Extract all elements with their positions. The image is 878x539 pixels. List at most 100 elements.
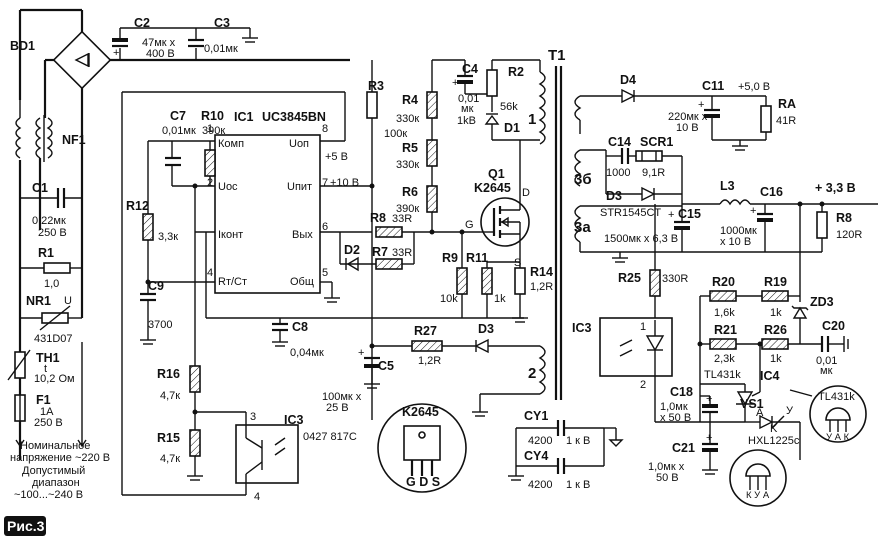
choke-nf1: NF1 (35, 115, 86, 162)
shunt-regulator-ic4: TL431k IC4 (700, 369, 780, 422)
t1-label: T1 (548, 47, 566, 64)
l3-label: L3 (720, 179, 735, 193)
c18-ref: C18 (670, 385, 693, 399)
ic1-pin-uoc: Uос (218, 181, 238, 193)
c5-ref: C5 (378, 359, 394, 373)
f1-voltage: 250 В (34, 417, 63, 429)
r8b-value: 120R (836, 229, 862, 241)
c2-plus: + (113, 47, 119, 59)
f1-value: 1А (40, 406, 54, 418)
c4-voltage: 1kB (457, 115, 476, 127)
r8a-value: 33R (392, 213, 412, 225)
ic1-pin1: 1 (207, 123, 213, 135)
tl431k-pins: У А К (826, 432, 850, 443)
optocoupler-ic3-led: IC3 1 2 (572, 317, 673, 391)
c4-unit: мк (461, 103, 474, 115)
varistor-nr1: NR1 U 431D07 (20, 230, 84, 345)
ic1-pin-obsh: Общ (290, 276, 314, 288)
c7-ref: C7 (170, 109, 186, 123)
f1-ref: F1 (36, 393, 51, 407)
resistor-r1: R1 1,0 (20, 246, 82, 290)
capacitor-c3: C3 0,01мк (188, 16, 258, 60)
thyristor-vs1: VS1 A K У HXL1225c (740, 397, 801, 460)
q1-part: K2645 (474, 181, 511, 195)
figure-label: Рис.3 (4, 516, 46, 536)
k2645-title: K2645 (402, 405, 439, 419)
thermistor-th1: TH1 t 10,2 Ом (7, 349, 75, 385)
vs1-part: HXL1225c (748, 435, 800, 447)
c11-voltage: 10 В (676, 122, 699, 134)
winding-3a-label: 3а (574, 219, 591, 236)
r1-value: 1,0 (44, 278, 59, 290)
r16-value: 4,7к (160, 390, 180, 402)
ic1-vref: +5 В (325, 151, 348, 163)
ic1-name: IC1 (234, 110, 254, 124)
c16-value: 1000мк (720, 225, 757, 237)
c11-ref: C11 (702, 79, 724, 93)
r4-ref: R4 (402, 93, 418, 107)
c1-voltage: 250 В (38, 227, 67, 239)
s-label: S (514, 257, 521, 269)
c20-value: 0,01 (816, 355, 837, 367)
cy4-ref: CY4 (524, 449, 548, 463)
c8-value: 0,04мк (290, 347, 324, 359)
ic3-part: 0427 817C (303, 431, 357, 443)
c1-ref: C1 (32, 181, 48, 195)
q1-ref: Q1 (488, 167, 505, 181)
r25-value: 330R (662, 273, 688, 285)
note-nominal-1: Номинальное (20, 440, 90, 452)
r2-ref: R2 (508, 65, 524, 79)
ic1-pin-rtct: Rт/Cт (218, 276, 247, 288)
r12-value: 3,3к (158, 231, 178, 243)
c15-ref: C15 (678, 207, 701, 221)
nr1-ref: NR1 (26, 294, 51, 308)
cy1-voltage: 1 к В (566, 435, 590, 447)
ic3b-pin2: 2 (640, 379, 646, 391)
g-label: G (465, 219, 474, 231)
winding-1-label: 1 (528, 111, 536, 128)
hxl-pins: К У А (746, 490, 770, 501)
c14-value: 1000 (606, 167, 630, 179)
c18-value: 1,0мк (660, 401, 688, 413)
c9-ref: C9 (148, 279, 164, 293)
r11-value: 1k (494, 293, 506, 305)
ic1-pin4: 4 (207, 267, 213, 279)
nf1-label: NF1 (62, 133, 86, 147)
r10-value: 390к (202, 125, 225, 137)
r16-ref: R16 (157, 367, 180, 381)
c18-plus: + (706, 393, 712, 405)
r15-ref: R15 (157, 431, 180, 445)
c1-value: 0,22мк (32, 215, 66, 227)
th1-t: t (44, 363, 47, 375)
c4-plus: + (452, 77, 458, 89)
y-capacitors: CY1 4200 1 к В CY4 4200 1 к В (508, 409, 624, 491)
r7-value: 33R (392, 247, 412, 259)
c15-plus: + (668, 209, 674, 221)
c3-ref: C3 (214, 16, 230, 30)
c4-ref: C4 (462, 62, 478, 76)
c21-voltage: 50 В (656, 472, 679, 484)
ic4-part: TL431k (704, 369, 741, 381)
c8-ref: C8 (292, 320, 308, 334)
r20-ref: R20 (712, 275, 735, 289)
d1-label: D1 (504, 121, 520, 135)
bd1-label: BD1 (10, 39, 35, 53)
scr1-value: 9,1R (642, 167, 665, 179)
vs1-a: A (756, 407, 764, 419)
c7-value: 0,01мк (162, 125, 196, 137)
r8a-ref: R8 (370, 211, 386, 225)
ic1-body (214, 134, 321, 294)
out33-label: + 3,3 В (815, 181, 856, 195)
ic3-pin3: 3 (250, 411, 256, 423)
r15-value: 4,7к (160, 453, 180, 465)
d3b-ref: D3 (606, 189, 622, 203)
r9-value: 10k (440, 293, 458, 305)
cy1-value: 4200 (528, 435, 552, 447)
vs1-k: K (770, 423, 778, 435)
note-range-3: ~100...~240 В (14, 489, 83, 501)
capacitor-c1: C1 0,22мк 250 В (20, 181, 82, 239)
zd3-label: ZD3 (810, 295, 834, 309)
c11-plus: + (698, 99, 704, 111)
r25-ref: R25 (618, 271, 641, 285)
r19-value: 1k (770, 307, 782, 319)
